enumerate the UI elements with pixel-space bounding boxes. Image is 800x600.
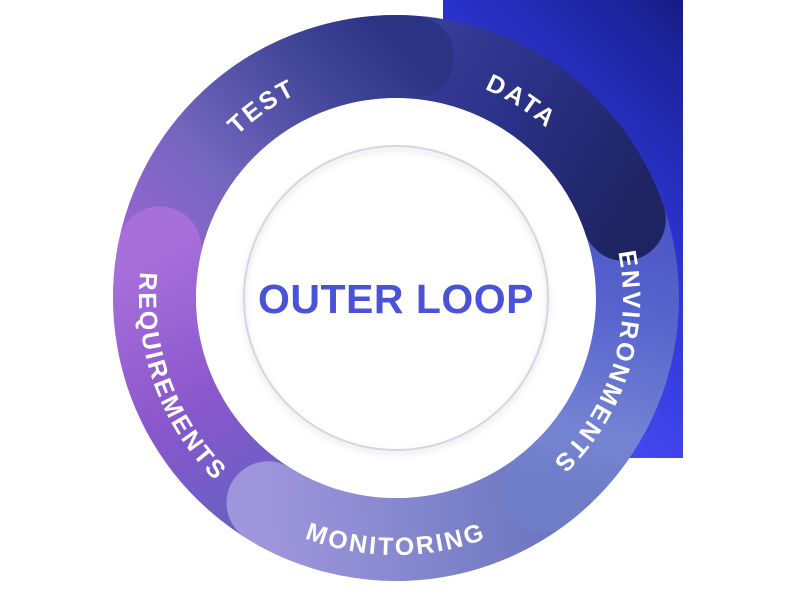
center-label: OUTER LOOP — [258, 276, 534, 322]
segment-environments-endcap — [499, 395, 636, 533]
center-white-disk — [196, 98, 596, 498]
inner-faint-circle — [243, 145, 549, 451]
